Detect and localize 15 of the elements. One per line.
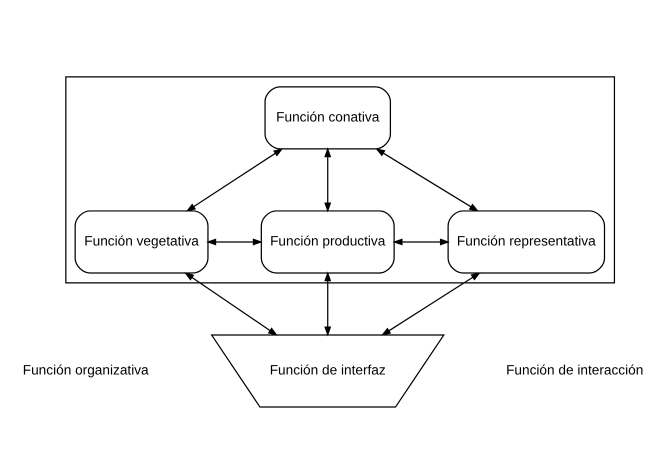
node-box: Función conativa <box>264 86 392 150</box>
label: Función de interacción <box>506 362 644 378</box>
cluster <box>65 76 616 284</box>
node-box: Función representativa <box>448 210 606 274</box>
arrow <box>206 238 263 246</box>
arrow <box>392 238 450 246</box>
node-box: Función vegetativa <box>74 210 209 274</box>
node-box: Función productiva <box>260 210 395 274</box>
arrow <box>380 272 481 336</box>
label: Función organizativa <box>22 362 149 378</box>
arrow <box>324 147 332 212</box>
arrow <box>186 148 284 212</box>
arrow <box>184 272 278 336</box>
arrow <box>375 148 480 212</box>
arrow <box>324 271 332 336</box>
